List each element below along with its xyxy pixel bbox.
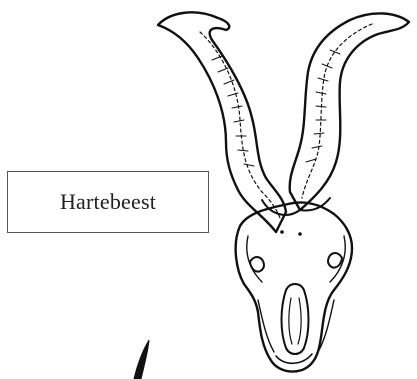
stray-pen-stroke (0, 0, 417, 379)
